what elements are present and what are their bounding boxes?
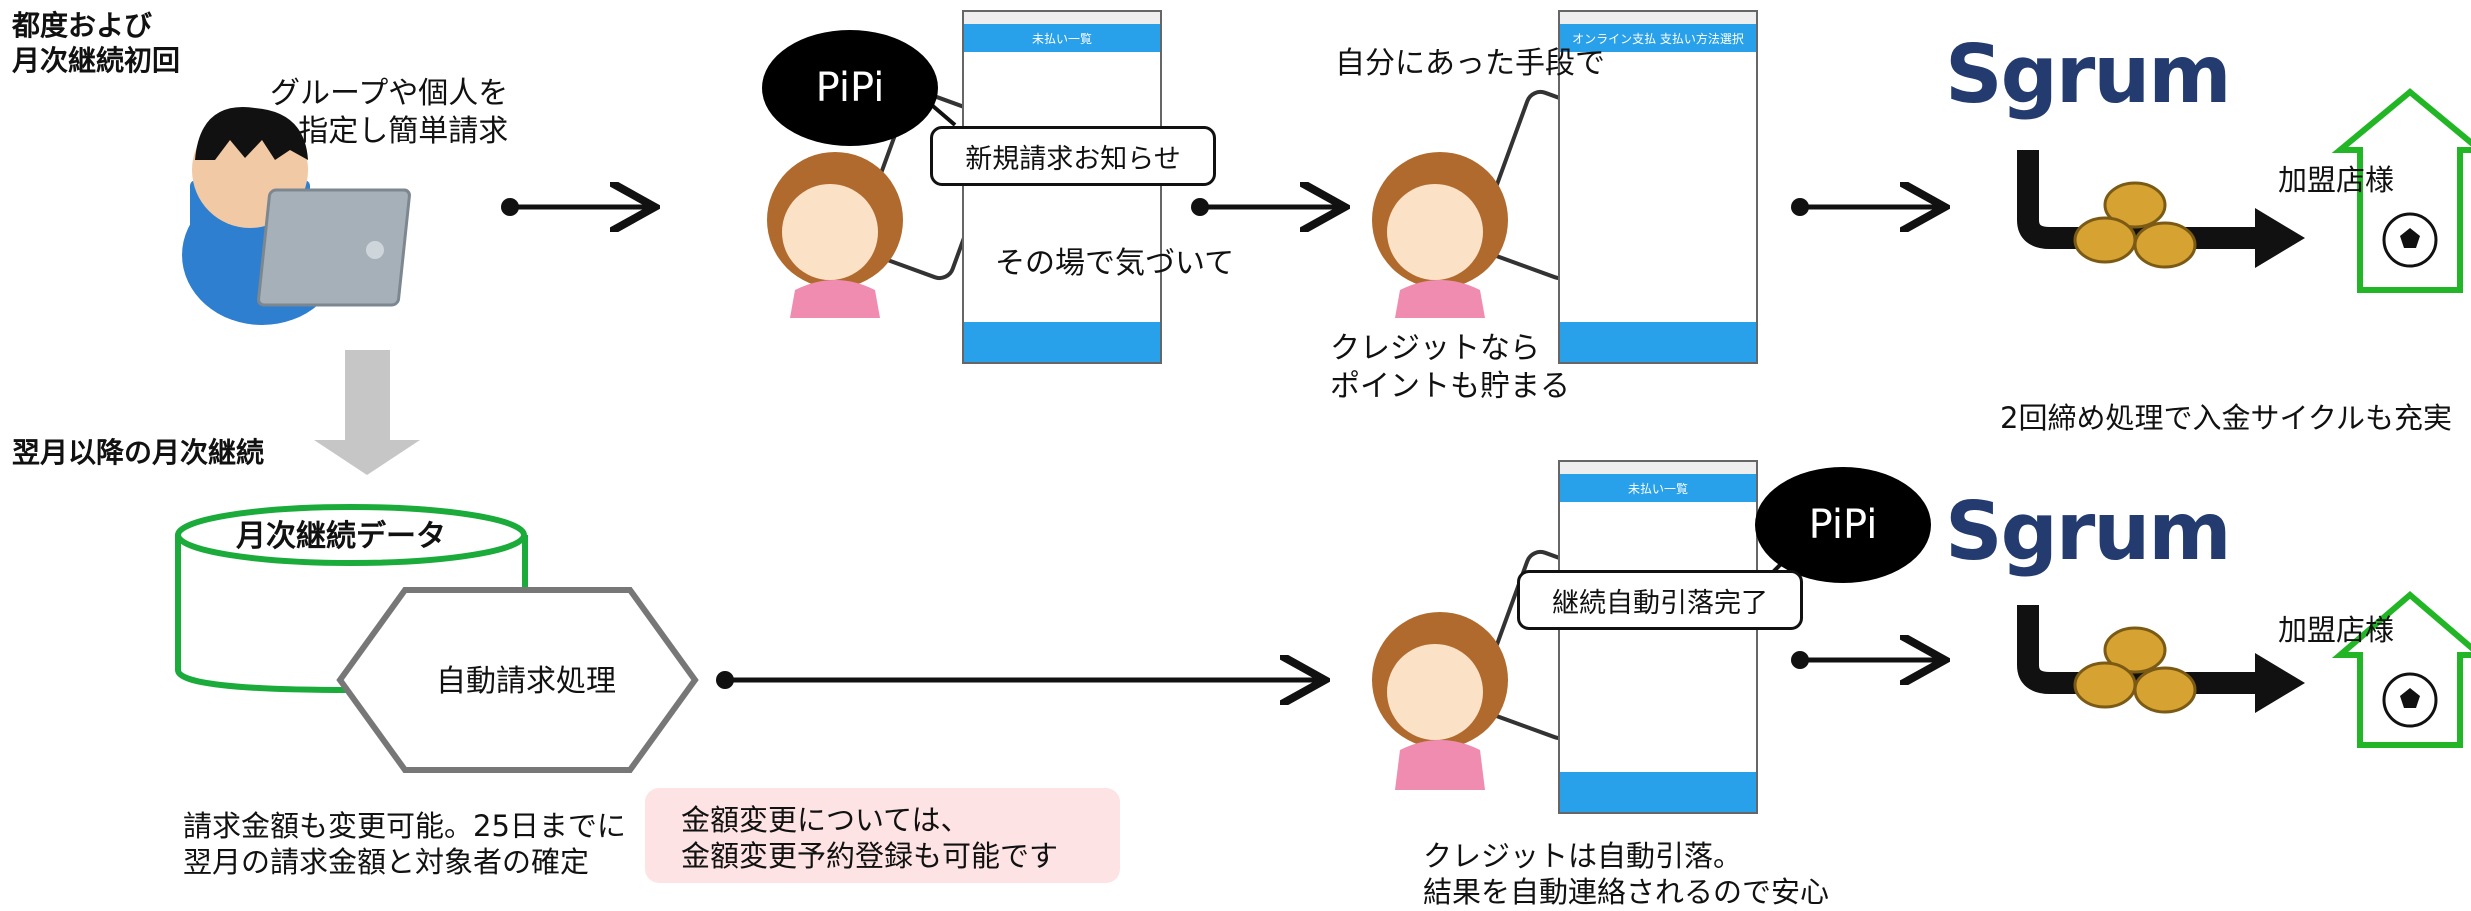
process-hexagon	[336, 587, 699, 773]
store-house-icon	[2331, 591, 2471, 748]
phone-payment-method: オンライン支払 支払い方法選択	[1558, 10, 1758, 364]
coin-stack-icon	[2073, 626, 2197, 714]
caption-deposit-cycle: 2回締め処理で入金サイクルも充実	[2000, 401, 2453, 435]
down-arrow	[314, 350, 420, 475]
request-caption: グループや個人を 指定し簡単請求	[270, 76, 509, 149]
top-left-heading: 都度および 月次継続初回	[12, 9, 181, 77]
notification-bubble: 新規請求お知らせ	[930, 126, 1216, 186]
person-laptop-icon	[182, 107, 411, 325]
brand-logo: Sgrum	[1945, 485, 2232, 578]
payment-flow-bottom	[2017, 591, 2471, 748]
phone-auto-debit: 未払い一覧	[1558, 460, 1758, 814]
payment-flow-top	[2017, 88, 2471, 293]
store-house-icon	[2331, 88, 2471, 293]
caption-choose-method: 自分にあった手段で	[1335, 46, 1605, 81]
caption-notice: その場で気づいて	[995, 246, 1235, 281]
phone-title: オンライン支払 支払い方法選択	[1560, 24, 1756, 52]
phone-bill-list: 未払い一覧	[962, 10, 1162, 364]
caption-credit-auto: クレジットは自動引落。 結果を自動連絡されるので安心	[1423, 839, 1830, 910]
pipi-badge: PiPi	[1755, 467, 1931, 583]
database-label: 月次継続データ	[236, 519, 446, 554]
coin-stack-icon	[2073, 181, 2197, 269]
bottom-left-heading: 翌月以降の月次継続	[12, 436, 265, 469]
caption-credit-points: クレジットなら ポイントも貯まる	[1330, 331, 1570, 404]
auto-debit-bubble: 継続自動引落完了	[1517, 570, 1803, 630]
reservation-note-text: 金額変更については、 金額変更予約登録も可能です	[681, 803, 1059, 874]
brand-logo: Sgrum	[1945, 28, 2232, 121]
member-store-label: 加盟店様	[2278, 613, 2395, 647]
phone-title: 未払い一覧	[1560, 474, 1756, 502]
reservation-note: 金額変更については、 金額変更予約登録も可能です	[645, 788, 1120, 883]
member-store-label: 加盟店様	[2278, 163, 2395, 197]
phone-title: 未払い一覧	[964, 24, 1160, 52]
caption-amount-change: 請求金額も変更可能。25日までに 翌月の請求金額と対象者の確定	[183, 809, 626, 880]
process-label: 自動請求処理	[436, 664, 616, 699]
pipi-badge: PiPi	[762, 30, 938, 146]
